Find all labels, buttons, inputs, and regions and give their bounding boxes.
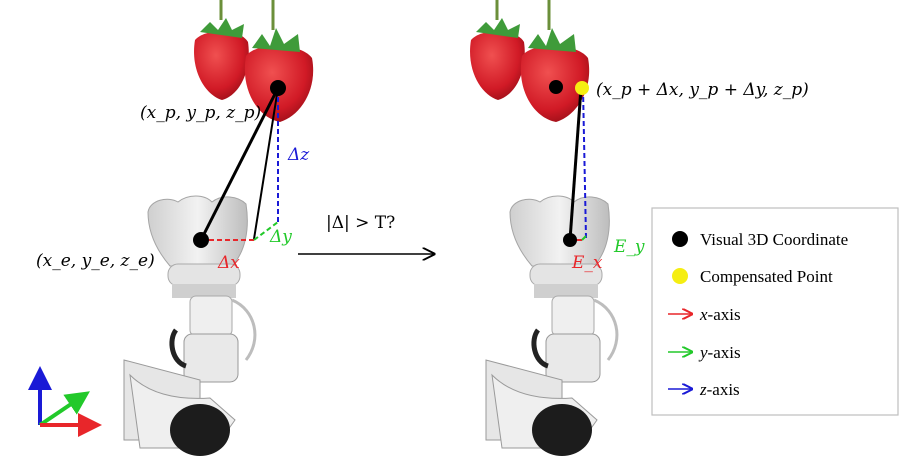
black-dot-icon bbox=[672, 231, 688, 247]
axis-triad-icon bbox=[28, 366, 102, 437]
aligned-line bbox=[253, 87, 279, 240]
middle-condition: |Δ| > T? bbox=[298, 213, 434, 254]
legend-item-z-axis: z-axis bbox=[668, 380, 740, 399]
legend-label: y-axis bbox=[698, 343, 741, 362]
robot-gripper-icon bbox=[123, 195, 257, 456]
strawberry-icon bbox=[194, 18, 249, 100]
delta-y-line bbox=[253, 221, 279, 241]
right-panel: (x_p + Δx, y_p + Δy, z_p) E_x E_y bbox=[470, 0, 809, 456]
delta-y-label: Δy bbox=[269, 227, 292, 247]
effector-to-compensated-line bbox=[568, 87, 583, 241]
error-y-line bbox=[581, 235, 587, 241]
condition-label: |Δ| > T? bbox=[326, 213, 395, 233]
effector-point bbox=[193, 232, 209, 248]
legend-label: z-axis bbox=[699, 380, 740, 399]
target-point bbox=[549, 80, 563, 94]
legend-item-y-axis: y-axis bbox=[668, 343, 741, 362]
delta-z-label: Δz bbox=[287, 145, 310, 165]
legend-item-compensated-point: Compensated Point bbox=[672, 267, 833, 286]
left-panel: (x_p, y_p, z_p) (x_e, y_e, z_e) Δx Δy Δz bbox=[36, 0, 314, 456]
error-y-label: E_y bbox=[613, 237, 645, 257]
strawberry-icon bbox=[470, 18, 525, 100]
robot-gripper-icon bbox=[485, 195, 619, 456]
legend-item-visual-coordinate: Visual 3D Coordinate bbox=[672, 230, 848, 249]
error-x-label: E_x bbox=[571, 253, 603, 273]
vertical-z-line bbox=[582, 87, 587, 239]
effector-label: (x_e, y_e, z_e) bbox=[36, 251, 155, 271]
compensated-point bbox=[575, 81, 589, 95]
effector-point bbox=[563, 233, 577, 247]
legend-label: x-axis bbox=[699, 305, 741, 324]
legend: Visual 3D Coordinate Compensated Point x… bbox=[651, 207, 899, 416]
legend-label: Visual 3D Coordinate bbox=[700, 230, 848, 249]
effector-to-target-line bbox=[199, 87, 280, 241]
legend-item-x-axis: x-axis bbox=[668, 305, 741, 324]
delta-x-label: Δx bbox=[217, 253, 240, 273]
legend-label: Compensated Point bbox=[700, 267, 833, 286]
target-point bbox=[270, 80, 286, 96]
compensated-label: (x_p + Δx, y_p + Δy, z_p) bbox=[596, 80, 809, 100]
target-label: (x_p, y_p, z_p) bbox=[140, 103, 261, 123]
yellow-dot-icon bbox=[672, 268, 688, 284]
